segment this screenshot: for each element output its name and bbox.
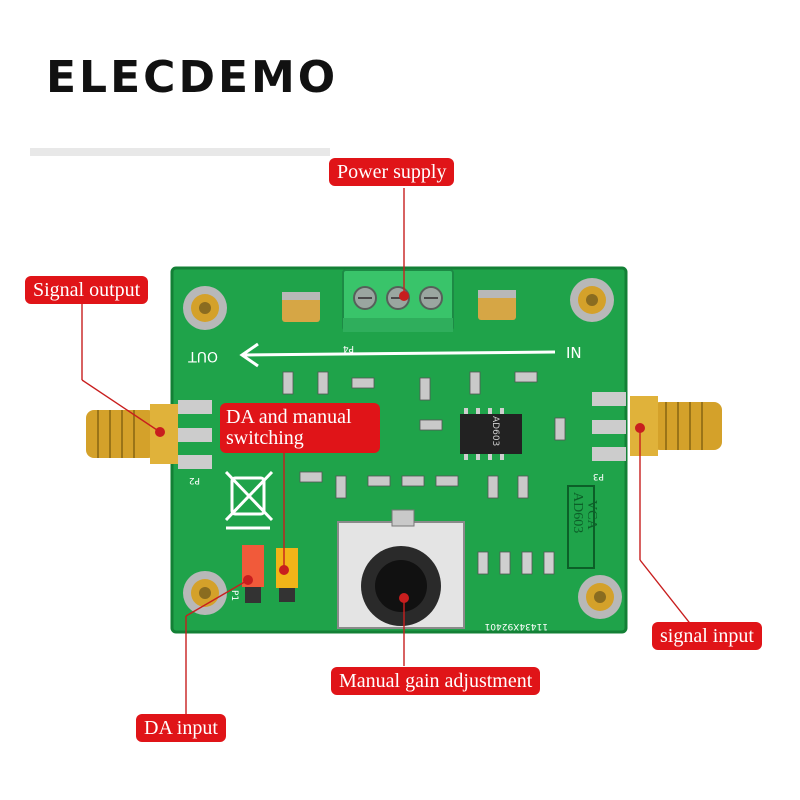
module-label-2: VCA [584,500,599,530]
callout-signal-input: signal input [652,622,762,650]
callout-da-manual-switching: DA and manual switching [220,403,380,453]
serial-number: 11434X92401 [485,621,548,631]
label-p3: P3 [593,471,604,481]
jumper-da-input [242,545,264,603]
mount-hole-br [578,575,622,619]
brand-logo: ELECDEMO [46,52,339,103]
shadow-text [30,148,330,156]
sma-connector-output [86,400,212,469]
module-label-1: AD603 [570,492,585,533]
label-p2: P2 [189,475,200,485]
pcb-board [172,268,626,632]
label-p4: P4 [343,343,354,353]
gain-potentiometer [337,509,465,629]
jumper-switch [276,548,298,602]
board-out-label: OUT [188,348,218,364]
callout-da-input: DA input [136,714,226,742]
mount-hole-tr [570,278,614,322]
mount-hole-bl [183,571,227,615]
chip-label: AD603 [490,416,500,446]
board-in-label: IN [566,344,582,362]
mount-hole-tl [183,286,227,330]
callout-manual-gain: Manual gain adjustment [331,667,541,695]
power-terminal [342,269,454,332]
weee-bin-icon [224,470,274,530]
ad603-chip [460,408,522,460]
callout-power-supply: Power supply [329,158,455,186]
callout-signal-output: Signal output [25,276,149,304]
label-p1: P1 [229,590,239,601]
smd-components [282,371,566,499]
sma-connector-input [592,392,722,461]
